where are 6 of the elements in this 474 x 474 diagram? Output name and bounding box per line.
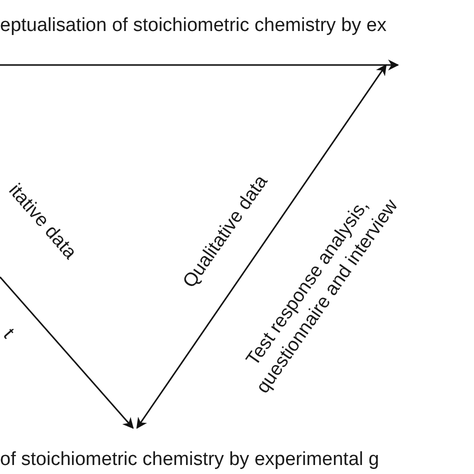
heading-text: eptualisation of stoichiometric chemistry by ex	[0, 14, 386, 38]
annotation-text: t	[0, 324, 20, 345]
arrow	[136, 64, 387, 429]
arrow	[0, 276, 134, 429]
arrow	[0, 60, 400, 70]
heading-text: of stoichiometric chemistry by experimental g	[0, 448, 380, 472]
